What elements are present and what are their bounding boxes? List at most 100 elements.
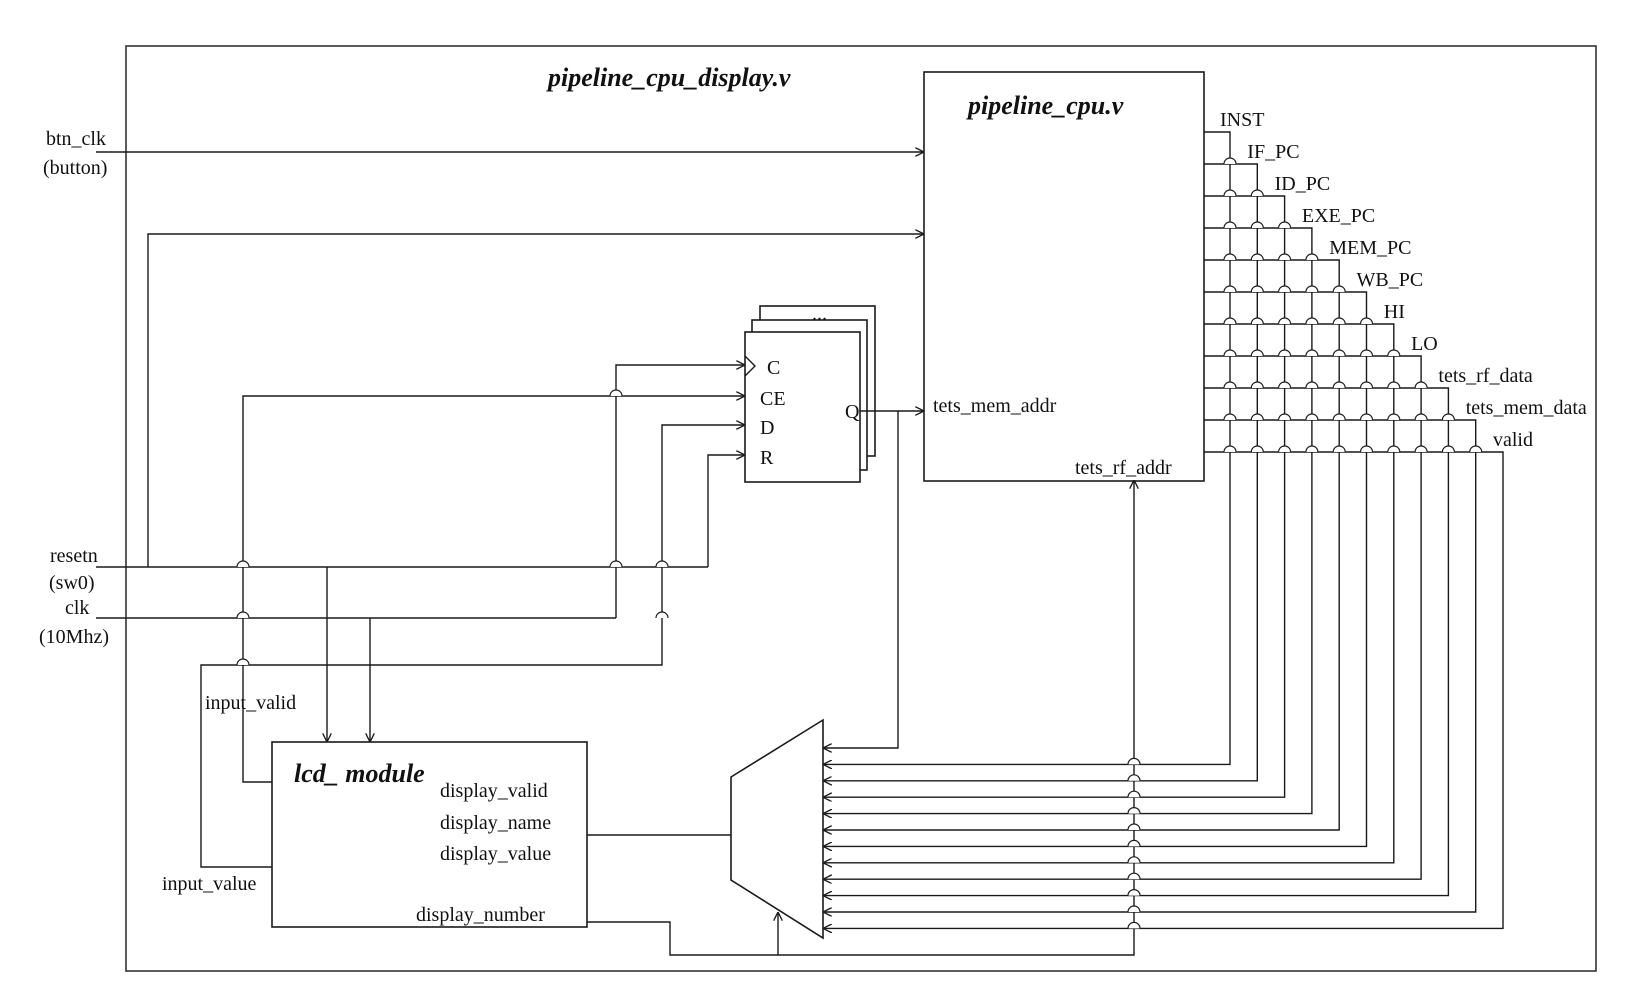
output-multiplexer — [730, 718, 824, 940]
wire-crossing-hop — [1414, 381, 1428, 389]
lcd-display-value-port: display_value — [440, 843, 551, 865]
cpu-output-label: WB_PC — [1357, 269, 1424, 291]
cpu-output-wire — [823, 451, 1504, 928]
wire-crossing-hop — [1127, 872, 1141, 880]
cpu-output-label: INST — [1220, 109, 1264, 131]
wire-crossing-hop — [1278, 253, 1292, 261]
wire-crossing-hop — [1223, 349, 1237, 357]
cpu-output-label: MEM_PC — [1329, 237, 1411, 259]
wire-crossing-hop — [1250, 349, 1264, 357]
wire-crossing-hop — [1305, 381, 1319, 389]
wire-crossing-hop — [1127, 790, 1141, 798]
wire-crossing-hop — [1332, 285, 1346, 293]
wire-crossing-hop — [1223, 157, 1237, 165]
wire-crossing-hop — [1127, 757, 1141, 765]
wire-crossing-hop — [1250, 253, 1264, 261]
resetn-sub-label: (sw0) — [49, 572, 95, 594]
cpu-mem-addr-port: tets_mem_addr — [933, 395, 1057, 417]
cpu-output-label: ID_PC — [1275, 173, 1331, 195]
wire-crossing-hops — [236, 389, 669, 666]
wire-crossing-hop — [1441, 413, 1455, 421]
wire-crossing-hop — [1305, 413, 1319, 421]
cpu-output-wire — [823, 195, 1286, 797]
cpu-output-bus: INSTIF_PCID_PCEXE_PCMEM_PCWB_PCHILOtets_… — [823, 109, 1587, 928]
wire-crossing-hop — [1250, 221, 1264, 229]
register-block — [744, 331, 861, 483]
lcd-input-value-label: input_value — [162, 873, 257, 895]
wire-crossing-hop — [1332, 445, 1346, 453]
btn-clk-sub-label: (button) — [43, 157, 107, 179]
wire-crossing-hop — [1223, 285, 1237, 293]
wire-crossing-hop — [1250, 317, 1264, 325]
pipeline-cpu-title: pipeline_cpu.v — [966, 91, 1124, 120]
cpu-output-label: LO — [1411, 333, 1438, 355]
wire-crossing-hop — [1305, 317, 1319, 325]
wire-crossing-hop — [1305, 285, 1319, 293]
clock-edge-triangle — [744, 355, 756, 377]
wire-crossing-hop — [1387, 381, 1401, 389]
wire-crossing-hop — [1414, 413, 1428, 421]
lcd-display-number-port: display_number — [416, 904, 545, 926]
wire-crossing-hop — [1278, 285, 1292, 293]
cpu-output-label: valid — [1493, 429, 1533, 451]
wire-crossing-hop — [1332, 413, 1346, 421]
wire-crossing-hop — [1278, 349, 1292, 357]
reg-ce-port: CE — [760, 388, 786, 410]
wire-crossing-hop — [1359, 317, 1374, 325]
resetn-label: resetn — [50, 545, 98, 567]
cpu-output-label: tets_mem_data — [1466, 397, 1587, 419]
wire-crossing-hop — [1223, 381, 1237, 389]
lcd-module-block — [271, 741, 588, 928]
reg-q-port: Q — [845, 401, 860, 423]
wire-crossing-hop — [1223, 253, 1237, 261]
wire-crossing-hop — [1127, 905, 1141, 913]
wire-crossing-hop — [1250, 381, 1264, 389]
reg-r-port: R — [760, 447, 774, 469]
wire-crossing-hop — [1127, 807, 1141, 814]
wire-crossing-hop — [1305, 349, 1319, 357]
wire-crossing-hop — [1387, 413, 1401, 421]
wire-crossing-hop — [1250, 413, 1264, 421]
wire-crossing-hop — [1441, 445, 1455, 453]
wire-crossing-hop — [1332, 317, 1346, 325]
wire-crossing-hop — [1359, 381, 1374, 389]
btn-clk-label: btn_clk — [46, 128, 106, 150]
reg-c-port: C — [767, 357, 780, 379]
wire-crossing-hop — [1223, 189, 1237, 197]
pipeline-cpu-block — [923, 71, 1205, 482]
cpu-output-label: IF_PC — [1247, 141, 1299, 163]
wire-crossing-hop — [1278, 381, 1292, 389]
wire-crossing-hop — [1223, 413, 1237, 421]
lcd-display-name-port: display_name — [440, 812, 551, 834]
cpu-output-label: HI — [1384, 301, 1405, 323]
clk-sub-label: (10Mhz) — [39, 626, 109, 648]
wire-crossing-hop — [1387, 349, 1401, 357]
wire-crossing-hop — [1305, 445, 1319, 453]
wire-crossing-hop — [1127, 889, 1141, 896]
wire-crossing-hop — [1359, 445, 1374, 453]
wire-crossing-hop — [1127, 774, 1141, 781]
wire-crossing-hop — [1250, 189, 1264, 197]
wire-crossing-hop — [1127, 856, 1141, 863]
cpu-output-label: tets_rf_data — [1438, 365, 1533, 387]
wire-crossing-hop — [1359, 349, 1374, 357]
cpu-output-label: EXE_PC — [1302, 205, 1375, 227]
wire-crossing-hop — [1387, 445, 1401, 453]
cpu-rf-addr-port: tets_rf_addr — [1075, 457, 1172, 479]
cpu-output-wire — [823, 419, 1477, 912]
wire-crossing-hop — [1223, 317, 1237, 325]
cpu-output-wire — [823, 259, 1340, 830]
wire-crossing-hop — [1305, 253, 1319, 261]
lcd-module-title: lcd_ module — [294, 759, 425, 788]
wire-crossing-hop — [1278, 413, 1292, 421]
wire-crossing-hop — [1278, 445, 1292, 453]
top-module-title: pipeline_cpu_display.v — [546, 63, 791, 92]
cpu-output-wire — [823, 323, 1395, 863]
wire-crossing-hop — [1332, 381, 1346, 389]
wire-crossing-hop — [1359, 413, 1374, 421]
top-module-boundary — [125, 45, 1597, 972]
clk-label: clk — [65, 597, 89, 619]
wire-crossing-hop — [1223, 221, 1237, 229]
wire-crossing-hop — [1127, 921, 1141, 929]
